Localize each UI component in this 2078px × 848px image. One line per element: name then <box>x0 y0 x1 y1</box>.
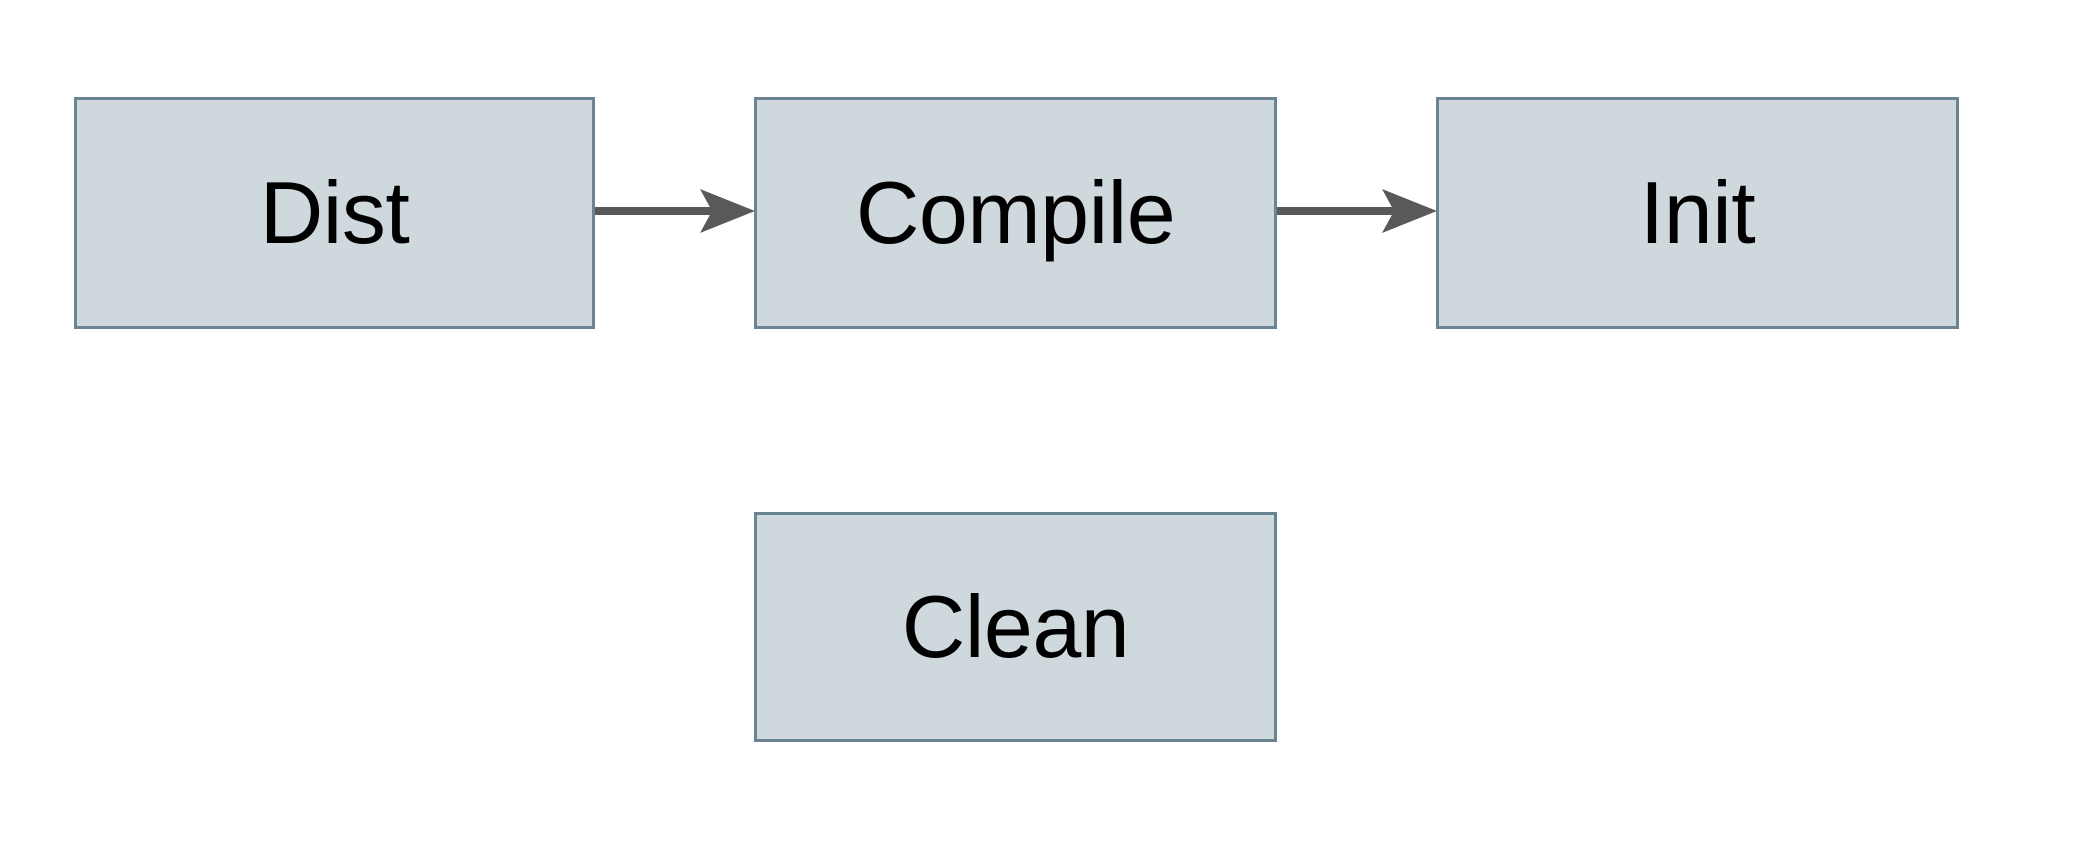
node-clean[interactable]: Clean <box>754 512 1277 742</box>
node-compile[interactable]: Compile <box>754 97 1277 329</box>
node-clean-label: Clean <box>901 577 1130 676</box>
node-dist[interactable]: Dist <box>74 97 595 329</box>
node-init[interactable]: Init <box>1436 97 1959 329</box>
node-dist-label: Dist <box>259 163 410 262</box>
node-compile-label: Compile <box>855 163 1176 262</box>
edge-dist-to-compile <box>595 189 755 233</box>
node-init-label: Init <box>1639 163 1756 262</box>
edge-compile-to-init <box>1277 189 1437 233</box>
